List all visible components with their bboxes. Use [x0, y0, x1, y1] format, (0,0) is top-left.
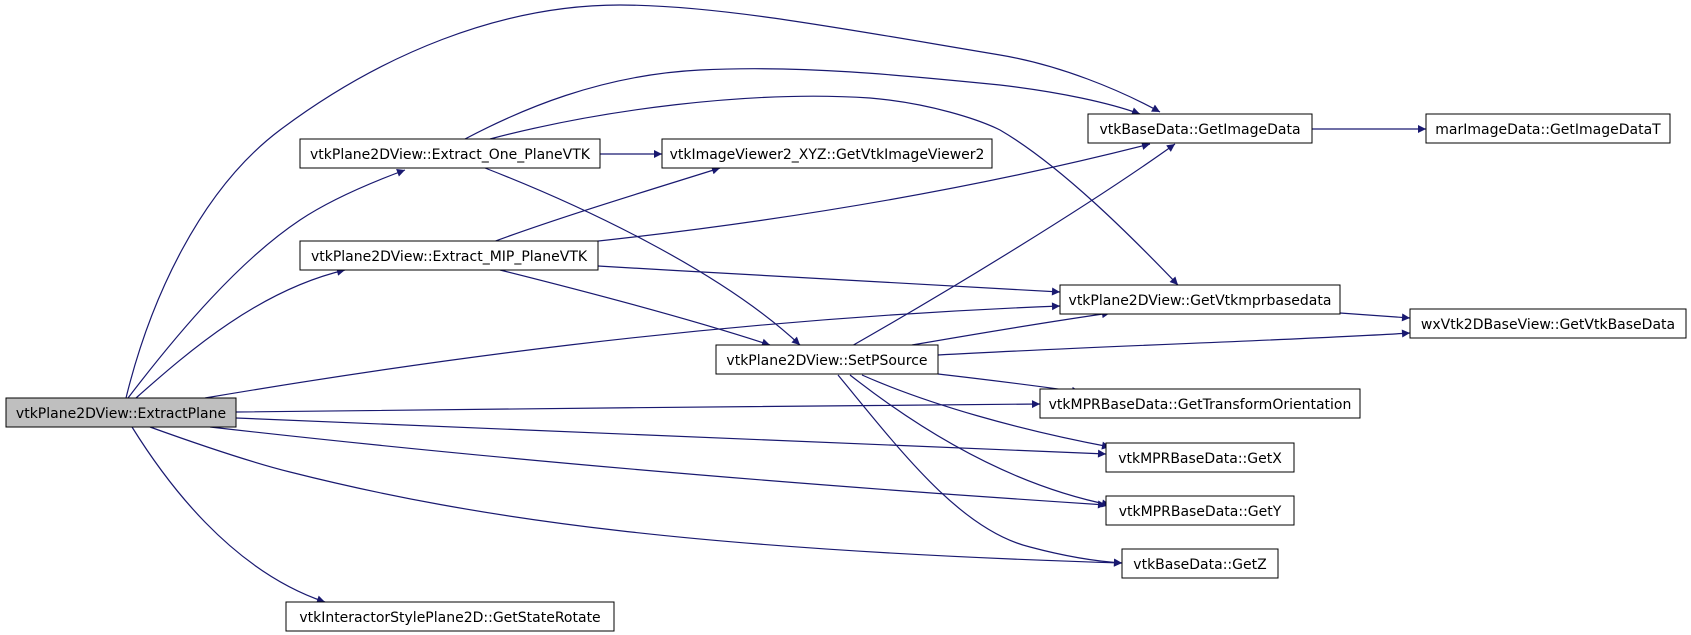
node-extract-plane-label: vtkPlane2DView::ExtractPlane: [16, 406, 226, 422]
edge-setpsource-to-getz: [837, 374, 1123, 567]
node-get-vtk-base-data-label: wxVtk2DBaseView::GetVtkBaseData: [1421, 317, 1675, 333]
node-get-vtk-image-viewer2[interactable]: vtkImageViewer2_XYZ::GetVtkImageViewer2: [661, 138, 993, 169]
edge-getvtkmprbasedata-to-getvtkbasedata: [1339, 312, 1411, 322]
node-extract-one-plane-vtk-label: vtkPlane2DView::Extract_One_PlaneVTK: [310, 147, 591, 163]
node-get-vtkmprbasedata[interactable]: vtkPlane2DView::GetVtkmprbasedata: [1059, 284, 1341, 315]
edge-extractplane-to-gety: [209, 426, 1107, 509]
node-get-z-label: vtkBaseData::GetZ: [1133, 557, 1266, 573]
edge-setpsource-to-getimagedata: [849, 143, 1176, 348]
node-extract-plane[interactable]: vtkPlane2DView::ExtractPlane: [5, 397, 237, 428]
node-extract-mip-plane-vtk-label: vtkPlane2DView::Extract_MIP_PlaneVTK: [311, 249, 588, 265]
edge-extract-mip-to-getvtkmprbasedata: [597, 265, 1061, 296]
edge-extractplane-to-getstaterotate: [131, 426, 326, 604]
edge-extractplane-to-extract-one: [127, 169, 406, 399]
node-get-transform-orientation[interactable]: vtkMPRBaseData::GetTransformOrientation: [1039, 388, 1361, 419]
node-get-image-data-t-label: marImageData::GetImageDataT: [1435, 122, 1661, 138]
node-get-transform-orientation-label: vtkMPRBaseData::GetTransformOrientation: [1049, 397, 1352, 413]
edge-setpsource-to-getx: [861, 374, 1111, 450]
edge-extractplane-to-getx: [235, 417, 1107, 458]
node-get-image-data-t[interactable]: marImageData::GetImageDataT: [1425, 113, 1671, 144]
edge-extract-one-to-setpsource: [484, 167, 801, 346]
edge-extract-mip-to-getvtkimageviewer2: [489, 166, 721, 244]
node-get-image-data-label: vtkBaseData::GetImageData: [1099, 122, 1300, 138]
edge-extractplane-to-getimagedata: [125, 4, 1161, 399]
node-get-vtk-image-viewer2-label: vtkImageViewer2_XYZ::GetVtkImageViewer2: [670, 147, 985, 163]
node-get-y-label: vtkMPRBaseData::GetY: [1119, 504, 1282, 520]
edge-setpsource-to-getvtkmprbasedata: [911, 310, 1111, 346]
edge-extract-mip-to-getimagedata: [579, 142, 1151, 244]
edge-extract-mip-to-setpsource: [499, 269, 771, 347]
edge-extractplane-to-gettransformorientation: [235, 400, 1041, 413]
node-get-x[interactable]: vtkMPRBaseData::GetX: [1105, 442, 1295, 473]
node-get-vtkmprbasedata-label: vtkPlane2DView::GetVtkmprbasedata: [1069, 293, 1332, 309]
node-get-state-rotate-label: vtkInteractorStylePlane2D::GetStateRotat…: [299, 610, 600, 626]
node-set-p-source-label: vtkPlane2DView::SetPSource: [726, 353, 927, 369]
edge-extract-one-to-getvtkmprbasedata: [489, 95, 1179, 286]
node-get-vtk-base-data[interactable]: wxVtk2DBaseView::GetVtkBaseData: [1409, 308, 1687, 339]
edge-extract-one-to-getimagedata: [464, 68, 1141, 140]
edge-setpsource-to-getvtkbasedata: [937, 329, 1411, 356]
node-get-z[interactable]: vtkBaseData::GetZ: [1121, 548, 1279, 579]
node-extract-mip-plane-vtk[interactable]: vtkPlane2DView::Extract_MIP_PlaneVTK: [299, 240, 599, 271]
node-get-state-rotate[interactable]: vtkInteractorStylePlane2D::GetStateRotat…: [285, 601, 615, 632]
node-set-p-source[interactable]: vtkPlane2DView::SetPSource: [715, 344, 939, 375]
edge-extractplane-to-getz: [149, 426, 1123, 567]
edge-setpsource-to-gety: [849, 374, 1111, 508]
node-get-y[interactable]: vtkMPRBaseData::GetY: [1105, 495, 1295, 526]
edge-extractplane-to-extract-mip: [135, 267, 346, 399]
node-extract-one-plane-vtk[interactable]: vtkPlane2DView::Extract_One_PlaneVTK: [299, 138, 601, 169]
node-get-image-data[interactable]: vtkBaseData::GetImageData: [1087, 113, 1313, 144]
node-get-x-label: vtkMPRBaseData::GetX: [1118, 451, 1282, 467]
